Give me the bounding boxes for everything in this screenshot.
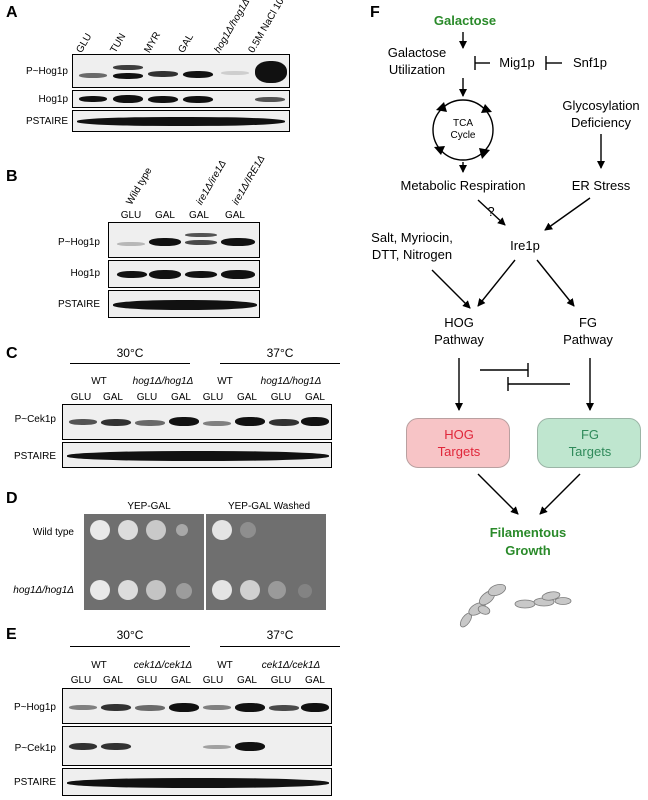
strain-label: WT — [91, 376, 107, 387]
fg-pathway-node: FG Pathway — [563, 315, 613, 347]
panel-letter-c: C — [6, 345, 18, 362]
strain-label: Wild type — [32, 527, 74, 538]
row-label: P~Cek1p — [14, 414, 56, 425]
panel-letter-e: E — [6, 626, 17, 643]
lane-label: GLU — [70, 675, 92, 686]
hog-pathway-node: HOG Pathway — [434, 315, 484, 347]
blot-a-phog1 — [72, 54, 290, 88]
row-label: P~Hog1p — [26, 66, 68, 77]
fg-targets-box: FG Targets — [537, 418, 641, 468]
lane-label: GLU — [270, 675, 292, 686]
panel-letter-f: F — [370, 4, 380, 21]
lane-label: GAL — [236, 392, 257, 403]
snf1p-node: Snf1p — [573, 55, 607, 70]
lane-label: GLU — [136, 675, 158, 686]
temp-label: 37°C — [266, 628, 294, 642]
lane-label: GAL — [304, 675, 325, 686]
row-label: P~Cek1p — [14, 743, 56, 754]
er-stress-node: ER Stress — [571, 178, 631, 193]
blot-a-pstaire — [72, 110, 290, 132]
temp-label: 30°C — [116, 346, 144, 360]
plate-label: YEP-GAL Washed — [227, 501, 311, 512]
divider — [70, 363, 190, 364]
blot-e-pcek1 — [62, 726, 332, 766]
lane-label: GLU — [70, 392, 92, 403]
plate-yep-gal — [84, 514, 204, 610]
divider — [70, 646, 190, 647]
row-label: Hog1p — [70, 268, 100, 279]
plate-yep-gal-washed — [206, 514, 326, 610]
row-label: PSTAIRE — [25, 116, 68, 127]
strain-label: WT — [217, 660, 233, 671]
strain-label: WT — [91, 660, 107, 671]
plate-label: YEP-GAL — [127, 501, 171, 512]
hog-targets-box: HOG Targets — [406, 418, 510, 468]
mig1p-node: Mig1p — [499, 55, 535, 70]
ire1p-node: Ire1p — [510, 238, 540, 253]
lane-label: GLU — [120, 210, 142, 221]
lane-label: GAL — [102, 675, 123, 686]
blot-e-pstaire — [62, 768, 332, 796]
lane-label: GLU — [202, 392, 224, 403]
temp-label: 30°C — [116, 628, 144, 642]
lane-label: GLU — [270, 392, 292, 403]
row-label: PSTAIRE — [13, 451, 56, 462]
stressors-node: Salt, Myriocin, DTT, Nitrogen — [371, 230, 453, 262]
blot-b-pstaire — [108, 290, 260, 318]
panel-letter-a: A — [6, 4, 18, 21]
question-mark: ? — [487, 204, 495, 219]
lane-label: GAL — [102, 392, 123, 403]
lane-label: GAL — [188, 210, 209, 221]
metabolic-respiration-node: Metabolic Respiration — [400, 178, 526, 193]
lane-label: GAL — [236, 675, 257, 686]
lane-label: GAL — [154, 210, 175, 221]
panel-letter-d: D — [6, 490, 18, 507]
glycosylation-deficiency-node: Glycosylation Deficiency — [562, 98, 640, 130]
blot-b-hog1 — [108, 260, 260, 288]
row-label: P~Hog1p — [58, 237, 100, 248]
strain-label: cek1Δ/cek1Δ — [261, 660, 321, 671]
strain-label: hog1Δ/hog1Δ — [132, 376, 194, 387]
temp-label: 37°C — [266, 346, 294, 360]
blot-a-hog1 — [72, 90, 290, 108]
yeast-cells-icon — [459, 583, 572, 628]
blot-b-phog1 — [108, 222, 260, 258]
lane-label: GAL — [304, 392, 325, 403]
strain-label: hog1Δ/hog1Δ — [13, 585, 74, 596]
row-label: PSTAIRE — [57, 299, 100, 310]
strain-label: hog1Δ/hog1Δ — [260, 376, 322, 387]
lane-label: GAL — [170, 675, 191, 686]
filamentous-growth-node: Filamentous Growth — [489, 525, 567, 558]
row-label: Hog1p — [38, 94, 68, 105]
lane-label: GAL — [170, 392, 191, 403]
strain-label: WT — [217, 376, 233, 387]
strain-label: cek1Δ/cek1Δ — [133, 660, 193, 671]
lane-label: GLU — [136, 392, 158, 403]
hog-targets-label: HOG Targets — [437, 427, 481, 459]
lane-label: GAL — [224, 210, 245, 221]
fg-targets-label: FG Targets — [568, 427, 612, 459]
tca-cycle-node: TCA Cycle — [450, 118, 476, 141]
blot-e-phog1 — [62, 688, 332, 724]
panel-letter-b: B — [6, 168, 18, 185]
galactose-node: Galactose — [433, 13, 497, 28]
row-label: PSTAIRE — [13, 777, 56, 788]
row-label: P~Hog1p — [14, 702, 56, 713]
lane-label: GLU — [202, 675, 224, 686]
divider — [220, 363, 340, 364]
galactose-utilization-node: Galactose Utilization — [387, 45, 447, 77]
divider — [220, 646, 340, 647]
blot-c-pstaire — [62, 442, 332, 468]
blot-c-pcek1 — [62, 404, 332, 440]
